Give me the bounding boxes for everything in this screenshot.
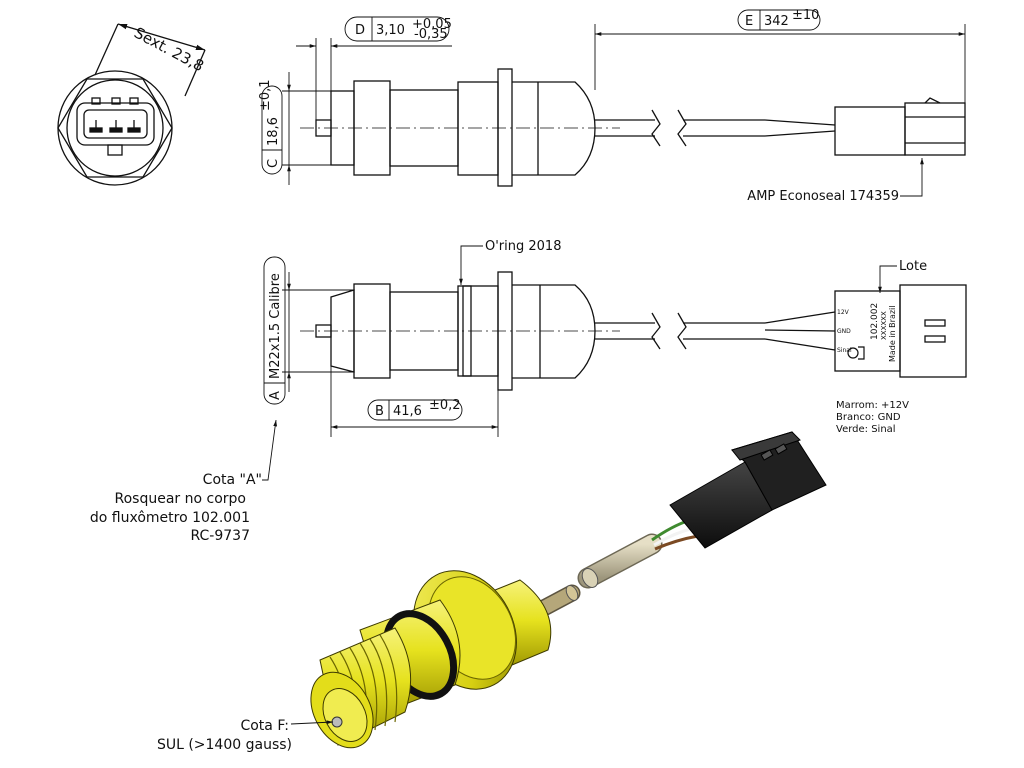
dim-d-letter: D bbox=[355, 23, 365, 38]
cota-a-line-4: RC-9737 bbox=[191, 528, 251, 544]
wire-legend-white: Branco: GND bbox=[836, 412, 901, 423]
cota-a-line-3: do fluxômetro 102.001 bbox=[90, 510, 250, 526]
made-in-label: Made in Brazil bbox=[888, 305, 897, 362]
pin-gnd-label: GND bbox=[837, 328, 851, 335]
dim-b-letter: B bbox=[375, 404, 384, 419]
dim-b-lines bbox=[330, 366, 499, 437]
dim-a-value: M22x1.5 Calibre bbox=[268, 273, 283, 379]
manufacturer-logo bbox=[847, 346, 865, 360]
dim-e-value: 342 bbox=[764, 14, 789, 29]
amp-connector-label: AMP Econoseal 174359 bbox=[747, 189, 899, 204]
dim-b-value: 41,6 bbox=[393, 404, 422, 419]
dim-e-letter: E bbox=[745, 14, 753, 29]
lote-leader bbox=[878, 265, 897, 293]
lote-label: Lote bbox=[899, 259, 927, 274]
dim-c-tolerance: ±0,1 bbox=[258, 79, 273, 111]
end-view bbox=[57, 23, 206, 186]
wire-legend-green: Verde: Sinal bbox=[836, 424, 896, 435]
cota-f-line-1: Cota F: bbox=[240, 718, 289, 734]
dim-d-tol-upper: +0,05 bbox=[412, 17, 452, 32]
dim-c-value: 18,6 bbox=[266, 117, 281, 146]
cota-f-line-2: SUL (>1400 gauss) bbox=[157, 737, 292, 753]
dim-c-lines bbox=[261, 72, 331, 185]
cota-f-leader bbox=[290, 720, 334, 725]
isometric-sensor bbox=[310, 431, 827, 749]
pin-signal-label: Sinal bbox=[837, 347, 852, 354]
amp-leader bbox=[900, 158, 924, 197]
top-sensor-outline bbox=[315, 68, 966, 187]
side-sensor-outline bbox=[315, 271, 967, 391]
iso-body bbox=[310, 570, 552, 749]
dim-c-letter: C bbox=[266, 159, 281, 168]
wire-legend-brown: Marrom: +12V bbox=[836, 400, 909, 411]
hex-size-label: Sext. 23,8 bbox=[131, 24, 207, 76]
dim-d-value: 3,10 bbox=[376, 23, 405, 38]
part-number: 102.002 bbox=[870, 303, 880, 340]
oring-leader bbox=[459, 245, 483, 285]
serial-number: XXXXXX bbox=[880, 311, 888, 340]
dim-e-tolerance: ±10 bbox=[792, 8, 819, 23]
iso-cable bbox=[577, 518, 699, 589]
oring-label: O'ring 2018 bbox=[485, 239, 561, 254]
dim-b-tolerance: ±0,2 bbox=[429, 398, 461, 413]
dim-e-lines bbox=[594, 9, 966, 103]
dim-a-letter: A bbox=[268, 391, 283, 400]
dim-d-lines bbox=[296, 16, 452, 120]
dim-a-lines bbox=[263, 256, 354, 405]
cota-a-line-2: Rosquear no corpo bbox=[115, 491, 246, 507]
dim-d-tol-lower: -0,35 bbox=[414, 27, 448, 42]
iso-connector bbox=[669, 431, 827, 549]
pin-12v-label: 12V bbox=[837, 309, 850, 316]
cota-a-leader bbox=[262, 419, 278, 481]
cota-a-line-1: Cota "A" bbox=[203, 472, 262, 488]
